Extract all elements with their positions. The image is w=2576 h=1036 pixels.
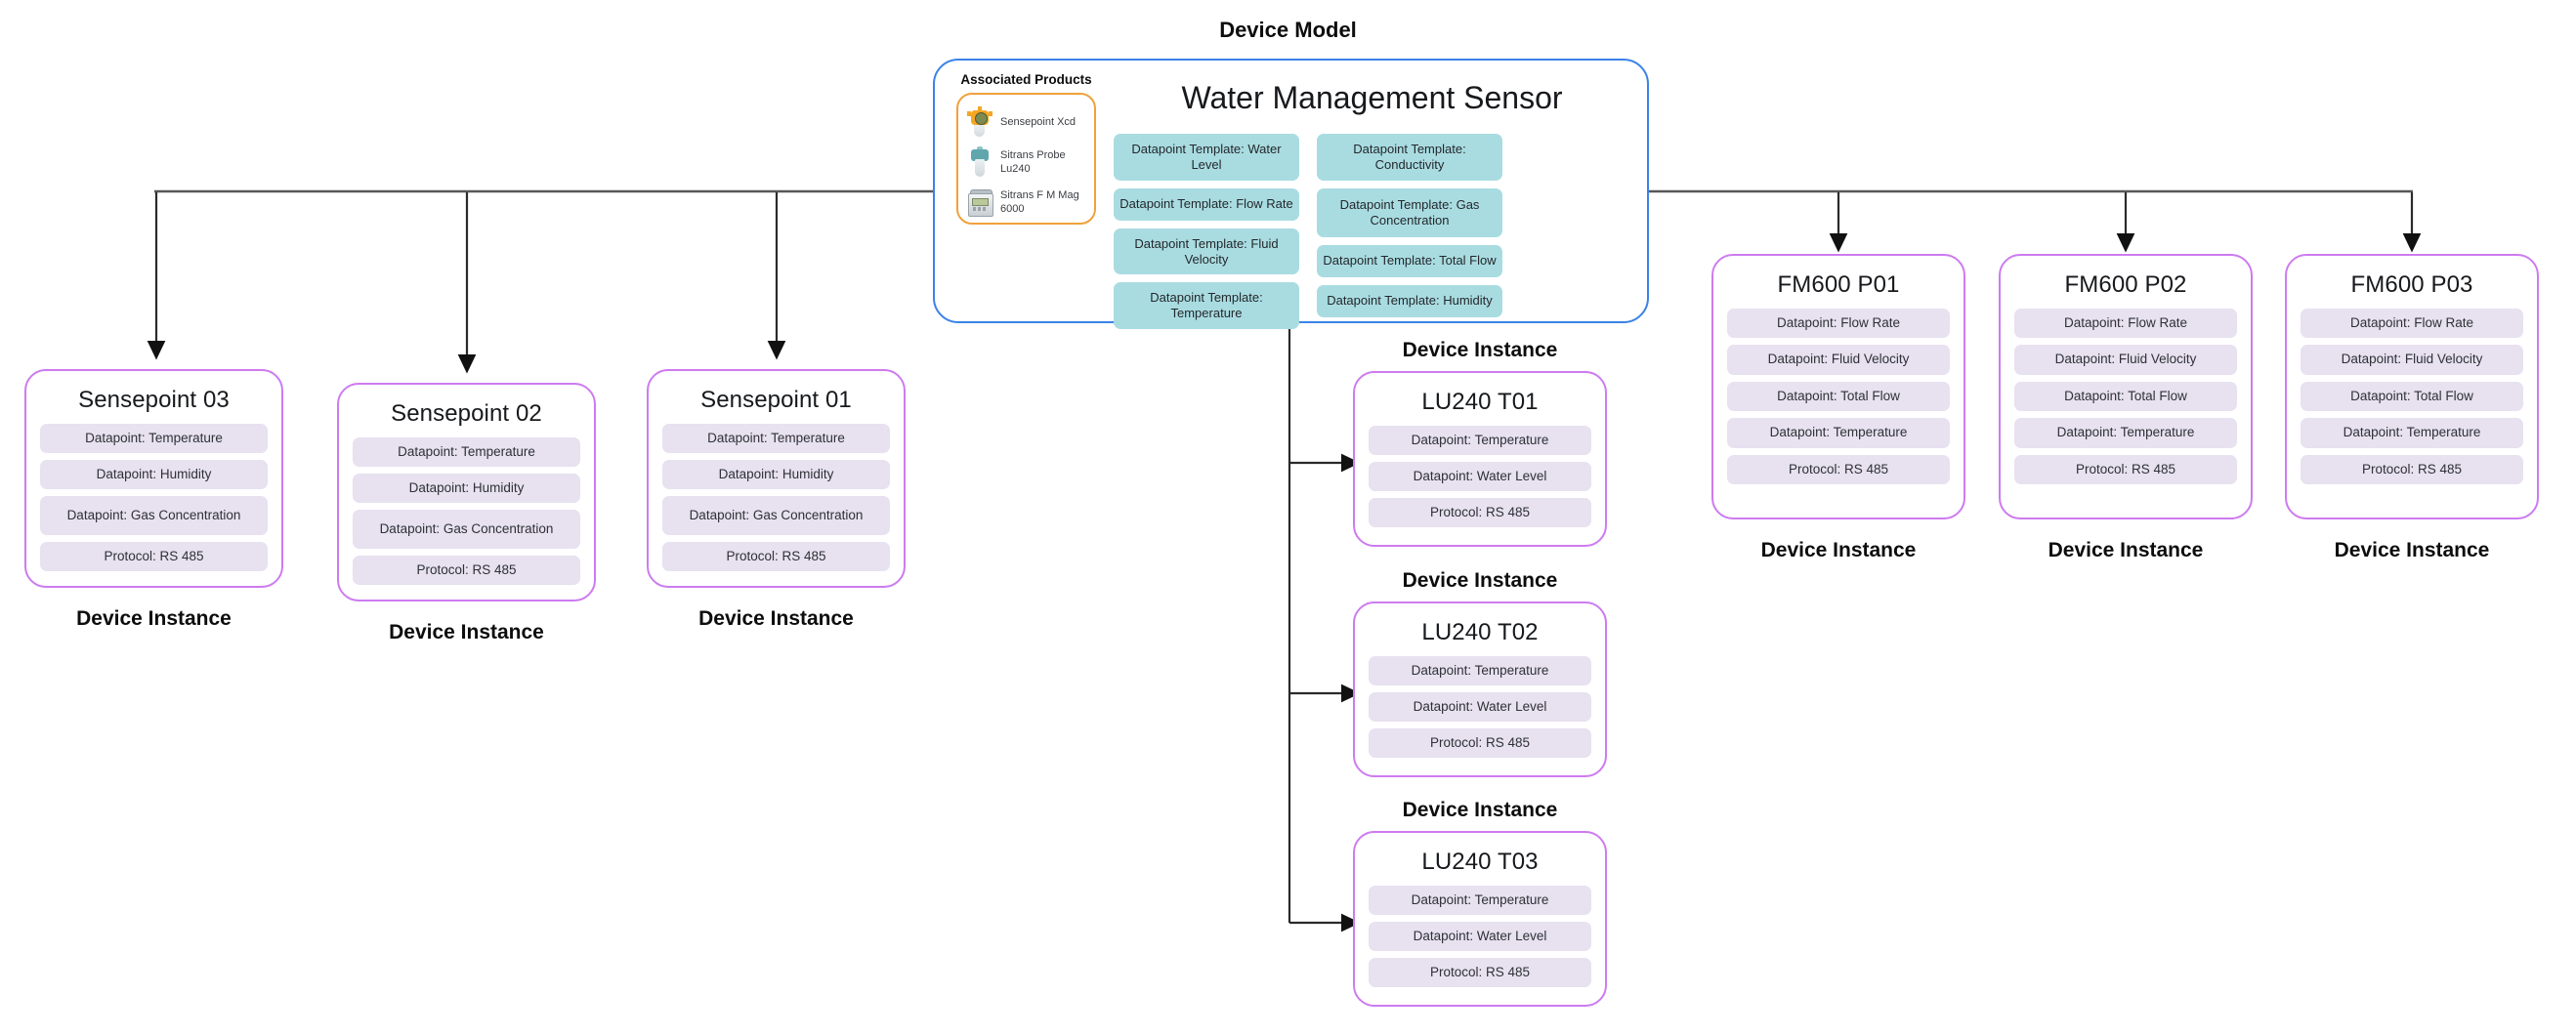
- flow-meter-icon: [966, 186, 993, 219]
- datapoint-chip[interactable]: Datapoint: Temperature: [662, 424, 890, 453]
- instance-caption-lu240-t01: Device Instance: [1402, 339, 1558, 361]
- datapoint-chip[interactable]: Datapoint: Temperature: [2014, 418, 2237, 448]
- datapoint-chip[interactable]: Datapoint: Fluid Velocity: [2301, 345, 2523, 375]
- datapoint-chip[interactable]: Datapoint: Temperature: [353, 437, 580, 467]
- protocol-chip[interactable]: Protocol: RS 485: [40, 542, 268, 571]
- instance-title: LU240 T01: [1421, 389, 1539, 415]
- datapoint-chip[interactable]: Datapoint: Temperature: [1369, 426, 1591, 455]
- instance-caption-sensepoint-03: Device Instance: [76, 607, 232, 630]
- datapoint-chip[interactable]: Datapoint: Gas Concentration: [40, 496, 268, 535]
- datapoint-chip[interactable]: Datapoint: Gas Concentration: [662, 496, 890, 535]
- protocol-chip[interactable]: Protocol: RS 485: [1369, 958, 1591, 987]
- datapoint-chip[interactable]: Datapoint: Temperature: [40, 424, 268, 453]
- datapoint-chip[interactable]: Datapoint: Total Flow: [2301, 381, 2523, 412]
- associated-products-heading: Associated Products: [960, 72, 1092, 87]
- datapoint-chip[interactable]: Datapoint: Humidity: [353, 474, 580, 503]
- instance-title: FM600 P03: [2350, 271, 2473, 298]
- datapoint-template-chip[interactable]: Datapoint Template: Total Flow: [1317, 244, 1502, 277]
- datapoint-template-column-left: Datapoint Template: Water Level Datapoin…: [1114, 134, 1299, 337]
- product-label: Sitrans Probe Lu240: [1000, 149, 1066, 175]
- datapoint-chip[interactable]: Datapoint: Humidity: [662, 460, 890, 489]
- instance-card-sensepoint-03[interactable]: Sensepoint 03 Datapoint: Temperature Dat…: [24, 369, 283, 588]
- datapoint-template-chip[interactable]: Datapoint Template: Flow Rate: [1114, 187, 1299, 221]
- instance-title: Sensepoint 03: [78, 387, 230, 413]
- instance-title: FM600 P02: [2064, 271, 2187, 298]
- device-model-name: Water Management Sensor: [1181, 80, 1563, 115]
- gas-detector-icon: [966, 106, 993, 139]
- instance-card-fm600-p01[interactable]: FM600 P01 Datapoint: Flow Rate Datapoint…: [1711, 254, 1965, 519]
- associated-products-section: Associated Products Sensepoint Xcd: [956, 72, 1096, 225]
- instance-title: FM600 P01: [1777, 271, 1900, 298]
- product-label: Sitrans F M Mag 6000: [1000, 189, 1079, 215]
- datapoint-chip[interactable]: Datapoint: Temperature: [1369, 656, 1591, 685]
- instance-card-fm600-p02[interactable]: FM600 P02 Datapoint: Flow Rate Datapoint…: [1999, 254, 2253, 519]
- datapoint-template-chip[interactable]: Datapoint Template: Gas Concentration: [1317, 187, 1502, 237]
- datapoint-template-chip[interactable]: Datapoint Template: Fluid Velocity: [1114, 228, 1299, 275]
- product-label: Sensepoint Xcd: [1000, 115, 1077, 128]
- instance-title: Sensepoint 02: [391, 400, 542, 427]
- device-model-title: Device Model: [0, 18, 2576, 43]
- protocol-chip[interactable]: Protocol: RS 485: [353, 556, 580, 585]
- datapoint-chip[interactable]: Datapoint: Total Flow: [1727, 381, 1950, 412]
- protocol-chip[interactable]: Protocol: RS 485: [1727, 454, 1950, 485]
- device-model-title-text: Device Model: [1219, 18, 1357, 42]
- protocol-chip[interactable]: Protocol: RS 485: [2014, 454, 2237, 485]
- datapoint-chip[interactable]: Datapoint: Water Level: [1369, 692, 1591, 722]
- datapoint-chip[interactable]: Datapoint: Flow Rate: [2014, 309, 2237, 339]
- instance-card-fm600-p03[interactable]: FM600 P03 Datapoint: Flow Rate Datapoint…: [2285, 254, 2539, 519]
- datapoint-chip[interactable]: Datapoint: Temperature: [1369, 886, 1591, 915]
- instance-card-lu240-t01[interactable]: LU240 T01 Datapoint: Temperature Datapoi…: [1353, 371, 1607, 547]
- instance-card-lu240-t03[interactable]: LU240 T03 Datapoint: Temperature Datapoi…: [1353, 831, 1607, 1007]
- datapoint-template-chip[interactable]: Datapoint Template: Water Level: [1114, 134, 1299, 181]
- protocol-chip[interactable]: Protocol: RS 485: [1369, 728, 1591, 758]
- protocol-chip[interactable]: Protocol: RS 485: [1369, 498, 1591, 527]
- datapoint-chip[interactable]: Datapoint: Total Flow: [2014, 381, 2237, 412]
- datapoint-template-chip[interactable]: Datapoint Template: Humidity: [1317, 284, 1502, 317]
- datapoint-chip[interactable]: Datapoint: Humidity: [40, 460, 268, 489]
- protocol-chip[interactable]: Protocol: RS 485: [2301, 454, 2523, 485]
- datapoint-template-column-right: Datapoint Template: Conductivity Datapoi…: [1317, 134, 1502, 325]
- instance-caption-fm600-p03: Device Instance: [2334, 539, 2490, 561]
- instance-card-sensepoint-02[interactable]: Sensepoint 02 Datapoint: Temperature Dat…: [337, 383, 596, 601]
- datapoint-chip[interactable]: Datapoint: Temperature: [1727, 418, 1950, 448]
- datapoint-chip[interactable]: Datapoint: Temperature: [2301, 418, 2523, 448]
- datapoint-template-chip[interactable]: Datapoint Template: Conductivity: [1317, 134, 1502, 181]
- datapoint-chip[interactable]: Datapoint: Fluid Velocity: [2014, 345, 2237, 375]
- instance-caption-sensepoint-02: Device Instance: [389, 621, 544, 643]
- instance-caption-lu240-t02: Device Instance: [1402, 569, 1558, 592]
- datapoint-template-chip[interactable]: Datapoint Template: Temperature: [1114, 282, 1299, 330]
- product-item-sitrans-probe-lu240[interactable]: Sitrans Probe Lu240: [966, 146, 1086, 179]
- instance-caption-fm600-p02: Device Instance: [2048, 539, 2204, 561]
- instance-title: LU240 T03: [1421, 849, 1539, 875]
- datapoint-chip[interactable]: Datapoint: Water Level: [1369, 922, 1591, 951]
- device-model-card[interactable]: Water Management Sensor Associated Produ…: [933, 59, 1649, 330]
- associated-products-box: Sensepoint Xcd Sitrans Probe Lu240: [956, 93, 1096, 225]
- instance-title: LU240 T02: [1421, 619, 1539, 645]
- protocol-chip[interactable]: Protocol: RS 485: [662, 542, 890, 571]
- product-item-sensepoint-xcd[interactable]: Sensepoint Xcd: [966, 106, 1086, 139]
- instance-caption-lu240-t03: Device Instance: [1402, 799, 1558, 821]
- instance-caption-fm600-p01: Device Instance: [1760, 539, 1917, 561]
- datapoint-chip[interactable]: Datapoint: Flow Rate: [1727, 309, 1950, 339]
- level-probe-icon: [966, 146, 993, 179]
- datapoint-chip[interactable]: Datapoint: Water Level: [1369, 462, 1591, 491]
- instance-card-lu240-t02[interactable]: LU240 T02 Datapoint: Temperature Datapoi…: [1353, 601, 1607, 777]
- instance-caption-sensepoint-01: Device Instance: [698, 607, 854, 630]
- instance-card-sensepoint-01[interactable]: Sensepoint 01 Datapoint: Temperature Dat…: [647, 369, 906, 588]
- datapoint-chip[interactable]: Datapoint: Gas Concentration: [353, 510, 580, 549]
- datapoint-chip[interactable]: Datapoint: Fluid Velocity: [1727, 345, 1950, 375]
- instance-title: Sensepoint 01: [700, 387, 852, 413]
- datapoint-chip[interactable]: Datapoint: Flow Rate: [2301, 309, 2523, 339]
- product-item-sitrans-fm-mag-6000[interactable]: Sitrans F M Mag 6000: [966, 186, 1086, 219]
